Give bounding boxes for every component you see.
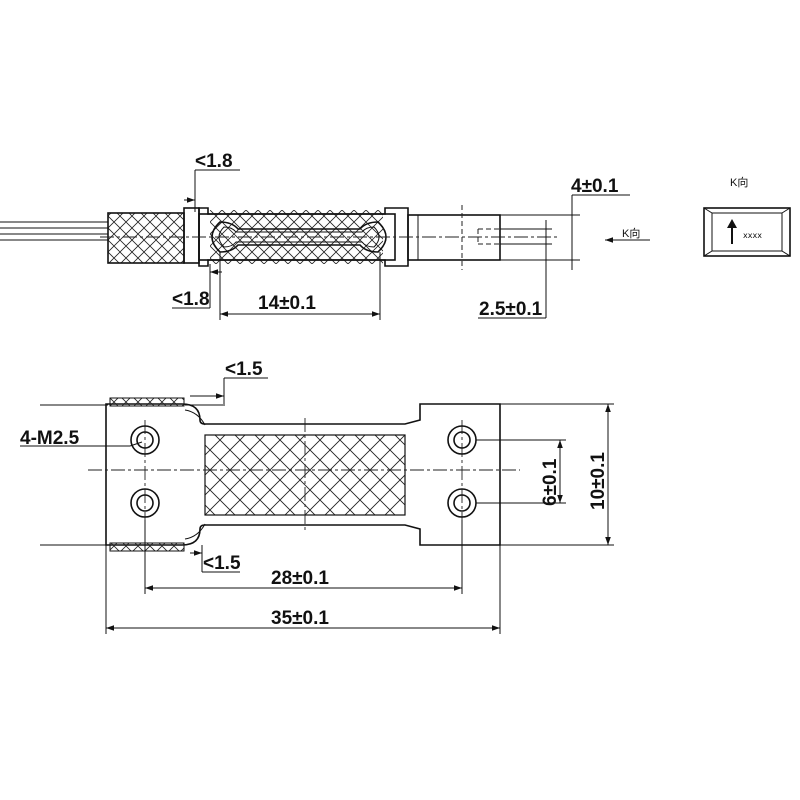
dim-thickness: 4±0.1 — [500, 176, 630, 270]
dim-tab-width: 2.5±0.1 — [478, 220, 552, 320]
mounting-hole — [130, 425, 160, 455]
arrow-up-icon — [727, 219, 737, 244]
svg-text:<1.8: <1.8 — [172, 289, 210, 310]
svg-text:2.5±0.1: 2.5±0.1 — [479, 299, 543, 320]
dim-overall-length: 35±0.1 — [105, 545, 501, 634]
dim-overall-width: 10±0.1 — [500, 403, 614, 546]
svg-text:10±0.1: 10±0.1 — [588, 452, 609, 510]
svg-text:<1.5: <1.5 — [225, 359, 263, 380]
k-view-arrow: K向 — [605, 226, 650, 243]
dim-bottom-offset-18: <1.8 — [172, 264, 222, 310]
svg-text:4-M2.5: 4-M2.5 — [20, 428, 80, 449]
svg-text:<1.8: <1.8 — [195, 151, 233, 172]
bottom-view: 4-M2.5 <1.5 <1.5 28±0.1 35±0.1 — [20, 359, 614, 634]
dim-gauge-length: 14±0.1 — [219, 252, 381, 320]
thread-callout: 4-M2.5 — [20, 428, 143, 449]
sensor-body-top — [100, 205, 560, 270]
cable-sleeve — [107, 212, 185, 264]
svg-text:<1.5: <1.5 — [203, 553, 241, 574]
svg-text:4±0.1: 4±0.1 — [571, 176, 619, 197]
svg-text:K向: K向 — [622, 226, 640, 240]
svg-text:14±0.1: 14±0.1 — [258, 293, 316, 314]
mounting-tab — [407, 214, 501, 261]
k-view: K向 xxxx — [703, 175, 791, 257]
dim-hole-pitch: 28±0.1 — [144, 520, 463, 594]
svg-text:35±0.1: 35±0.1 — [271, 608, 329, 629]
dim-bottom-offset-15: <1.5 — [190, 545, 241, 574]
dim-top-offset-15: <1.5 — [190, 359, 268, 404]
top-view: <1.8 <1.8 14±0.1 4±0.1 — [0, 151, 650, 320]
mounting-hole — [130, 488, 160, 518]
cable-wires — [0, 221, 108, 241]
k-view-marking: xxxx — [743, 231, 762, 240]
dim-top-offset-18: <1.8 — [184, 151, 240, 212]
svg-text:28±0.1: 28±0.1 — [271, 568, 329, 589]
svg-text:6±0.1: 6±0.1 — [540, 458, 561, 506]
k-view-title: K向 — [730, 175, 748, 189]
dim-hole-spacing: 6±0.1 — [476, 439, 566, 506]
